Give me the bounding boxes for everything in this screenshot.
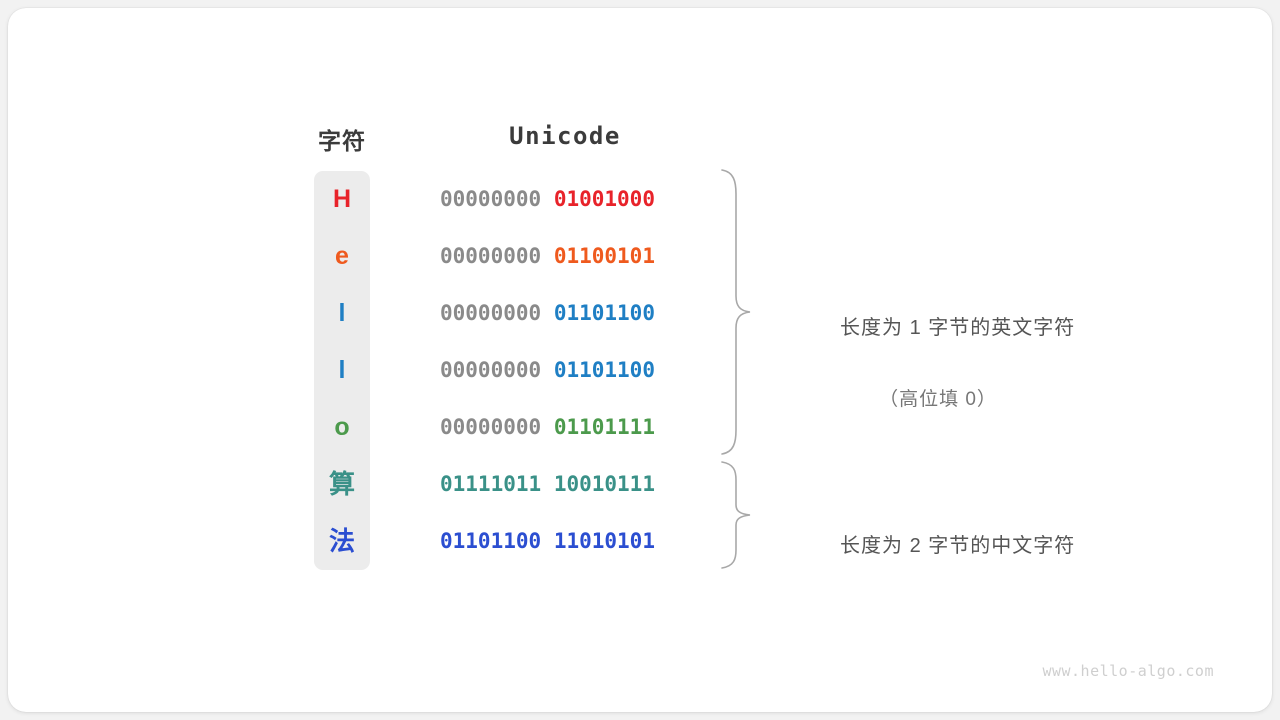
row-high-byte: 01111011 xyxy=(440,472,542,496)
brace-one-byte xyxy=(720,168,754,456)
row-character: H xyxy=(332,185,352,213)
row-unicode-bits: 00000000 01001000 xyxy=(440,171,655,228)
annotation-two-byte-line1: 长度为 2 字节的中文字符 xyxy=(840,535,1076,557)
row-unicode-bits: 00000000 01101111 xyxy=(440,399,655,456)
row-high-byte: 00000000 xyxy=(440,301,542,325)
byte-separator xyxy=(541,187,554,211)
row-character: l xyxy=(338,299,346,327)
table-row: l 00000000 01101100 xyxy=(314,342,734,399)
row-low-byte: 01101111 xyxy=(553,415,655,439)
byte-separator xyxy=(541,244,554,268)
table-row: 法 01101100 11010101 xyxy=(314,513,734,570)
annotation-one-byte-line2: （高位填 0） xyxy=(879,389,997,410)
annotation-one-byte-line1: 长度为 1 字节的英文字符 xyxy=(840,317,1076,339)
table-row: o 00000000 01101111 xyxy=(314,399,734,456)
byte-separator xyxy=(541,301,554,325)
row-high-byte: 00000000 xyxy=(440,244,542,268)
row-low-byte: 01101100 xyxy=(553,358,655,382)
table-row: e 00000000 01100101 xyxy=(314,228,734,285)
figure-card: 字符 Unicode H 00000000 01001000 e 00000000 0… xyxy=(8,8,1272,712)
char-column-background xyxy=(314,171,370,570)
row-low-byte: 01001000 xyxy=(553,187,655,211)
row-character: e xyxy=(335,242,349,270)
annotation-two-byte: 长度为 2 字节的中文字符 xyxy=(768,492,1108,600)
column-header-char: 字符 xyxy=(318,128,366,154)
row-unicode-bits: 00000000 01101100 xyxy=(440,285,655,342)
row-character: 算 xyxy=(328,469,355,499)
row-unicode-bits: 01111011 10010111 xyxy=(440,456,655,513)
byte-separator xyxy=(541,472,554,496)
row-low-byte: 01101100 xyxy=(553,301,655,325)
byte-separator xyxy=(541,358,554,382)
annotation-one-byte: 长度为 1 字节的英文字符 （高位填 0） xyxy=(768,274,1108,490)
byte-separator xyxy=(541,529,554,553)
table-row: H 00000000 01001000 xyxy=(314,171,734,228)
row-unicode-bits: 00000000 01100101 xyxy=(440,228,655,285)
row-high-byte: 01101100 xyxy=(440,529,542,553)
row-low-byte: 11010101 xyxy=(553,529,655,553)
row-unicode-bits: 01101100 11010101 xyxy=(440,513,655,570)
byte-separator xyxy=(541,415,554,439)
row-high-byte: 00000000 xyxy=(440,358,542,382)
row-high-byte: 00000000 xyxy=(440,415,542,439)
table-row: l 00000000 01101100 xyxy=(314,285,734,342)
row-character: o xyxy=(334,413,350,441)
row-high-byte: 00000000 xyxy=(440,187,542,211)
table-row: 算 01111011 10010111 xyxy=(314,456,734,513)
watermark: www.hello-algo.com xyxy=(1042,662,1214,680)
row-low-byte: 10010111 xyxy=(553,472,655,496)
row-unicode-bits: 00000000 01101100 xyxy=(440,342,655,399)
row-character: 法 xyxy=(328,526,355,556)
row-character: l xyxy=(338,356,346,384)
row-low-byte: 01100101 xyxy=(553,244,655,268)
brace-two-byte xyxy=(720,460,754,570)
column-header-unicode: Unicode xyxy=(509,122,621,150)
